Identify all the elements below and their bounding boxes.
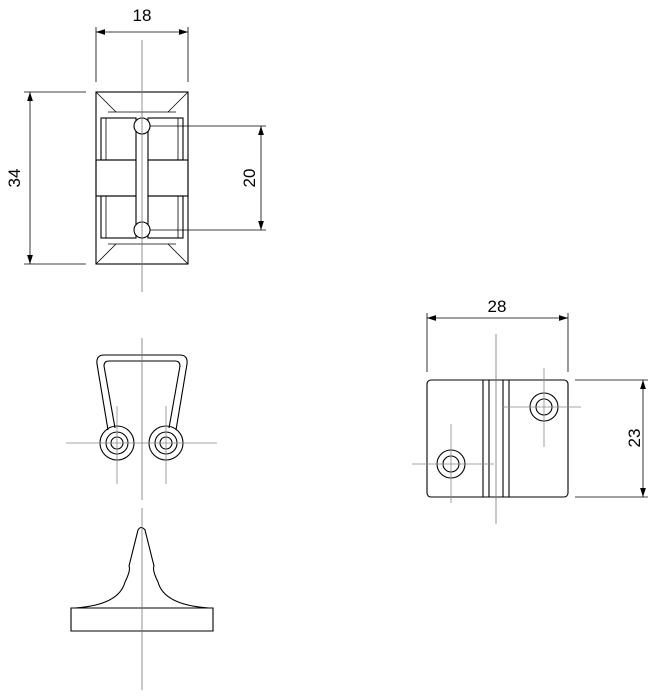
dim-text-top-width: 18 [133,6,152,25]
knuckle-right-lower [147,195,184,239]
side-view: 28 23 [412,297,648,524]
top-view: 18 34 20 [5,6,266,292]
catch-view [70,508,214,690]
knuckle-left-middle [95,159,137,197]
dim-text-side-height: 23 [625,429,644,448]
dim-text-top-height: 34 [5,169,24,188]
knuckle-right-middle [147,159,189,197]
knuckle-left-lower [100,195,137,239]
dim-text-side-width: 28 [488,297,507,316]
side-view-plate [426,379,569,498]
front-view [66,338,217,500]
dim-text-hole-spacing: 20 [240,169,259,188]
